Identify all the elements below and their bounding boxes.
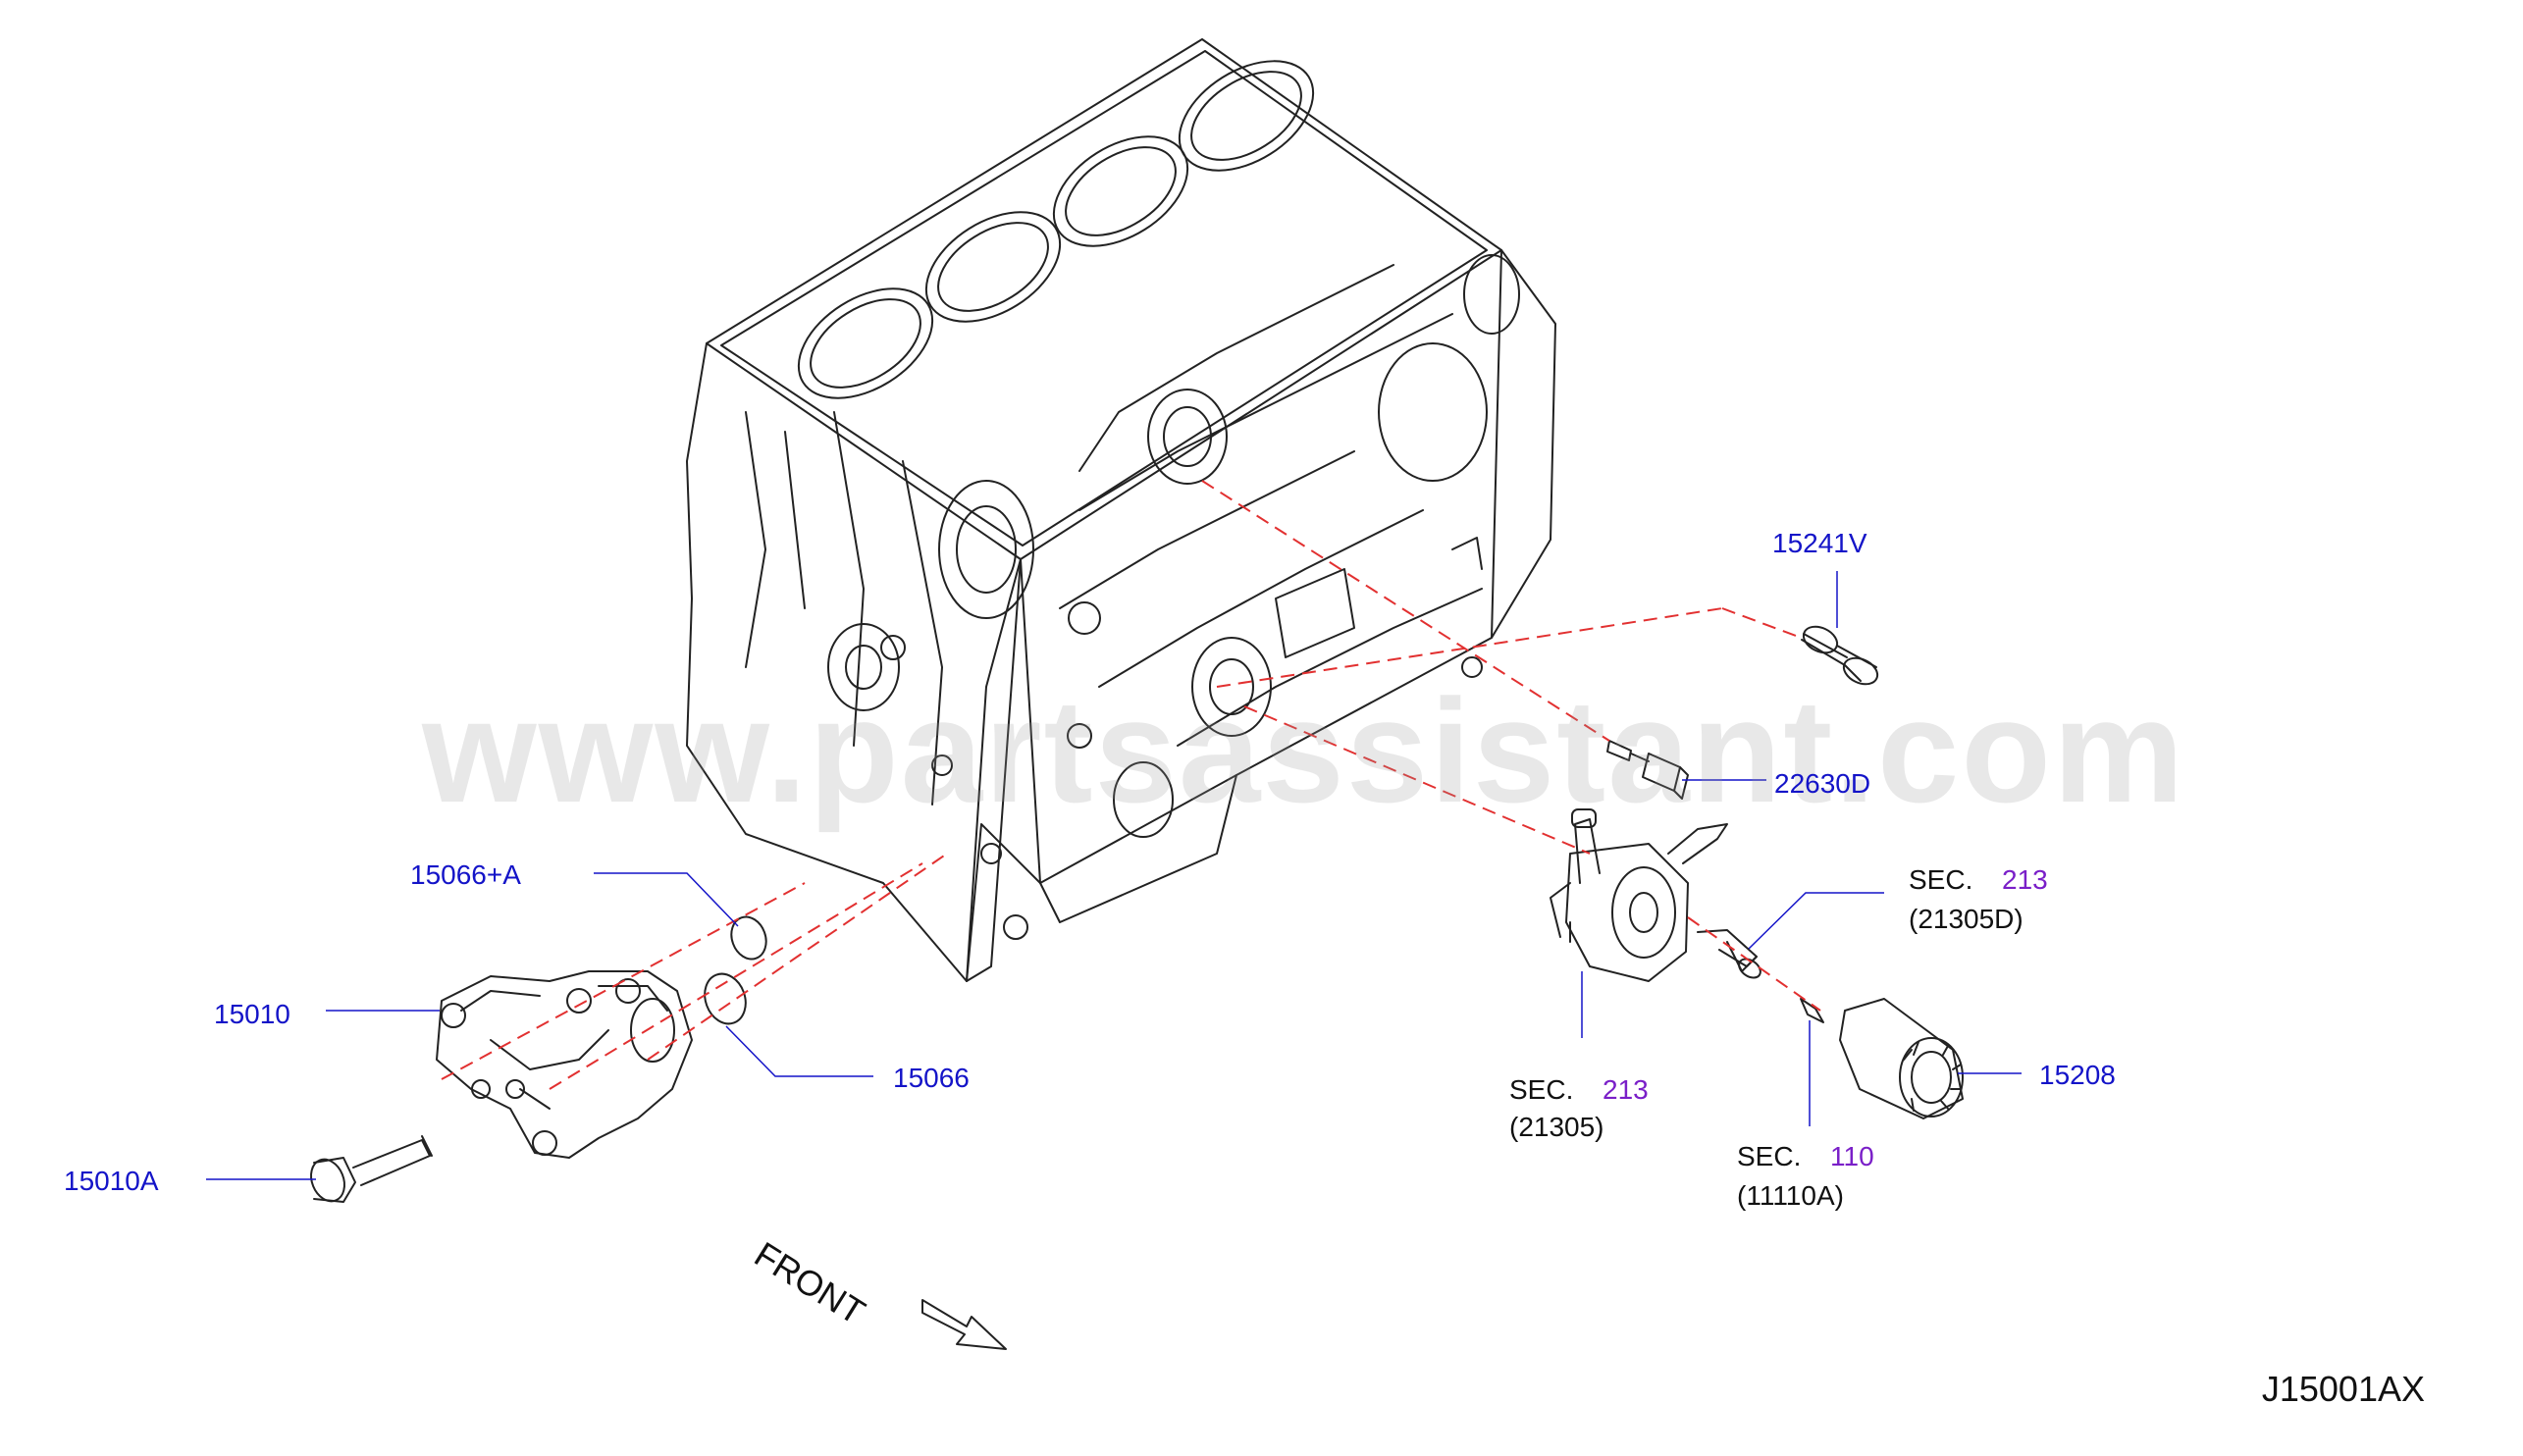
section-ref-stud[interactable]: 110 [1830,1141,1874,1171]
stud [1800,998,1824,1023]
oil-cooler [1550,808,1728,982]
diagram-code: J15001AX [2261,1369,2425,1409]
section-part-stud: (11110A) [1737,1180,1844,1211]
part-label-15010a[interactable]: 15010A [64,1166,159,1196]
part-label-15066-a[interactable]: 15066+A [410,859,521,890]
section-prefix-oil-cooler: SEC. [1509,1074,1574,1105]
section-prefix-cooler-bolt: SEC. [1909,864,1973,895]
part-label-15066[interactable]: 15066 [893,1063,970,1093]
oil-pressure-sensor [1606,740,1689,800]
engine-block [686,38,1556,982]
cooler-bolt [1697,929,1761,979]
section-ref-oil-cooler[interactable]: 213 [1603,1074,1649,1105]
part-label-15208[interactable]: 15208 [2039,1060,2116,1090]
relief-valve [1801,625,1879,686]
section-part-oil-cooler: (21305) [1509,1112,1604,1142]
section-ref-cooler-bolt[interactable]: 213 [2002,864,2048,895]
leader-lines [206,571,2022,1180]
alignment-lines [441,480,1821,1090]
oil-pump-housing [436,970,693,1159]
oil-pump-bolt [310,1135,433,1203]
part-label-15010[interactable]: 15010 [214,999,290,1029]
o-ring-15066-a [730,915,767,961]
watermark: www.partsassistant.com [422,668,2186,833]
section-prefix-stud: SEC. [1737,1141,1802,1171]
section-part-cooler-bolt: (21305D) [1909,904,2024,934]
front-arrow-icon [921,1299,1007,1350]
oil-filter [1839,998,1964,1119]
part-label-22630d[interactable]: 22630D [1774,768,1871,799]
o-ring-15066 [704,972,747,1025]
part-label-15241v[interactable]: 15241V [1772,528,1867,558]
